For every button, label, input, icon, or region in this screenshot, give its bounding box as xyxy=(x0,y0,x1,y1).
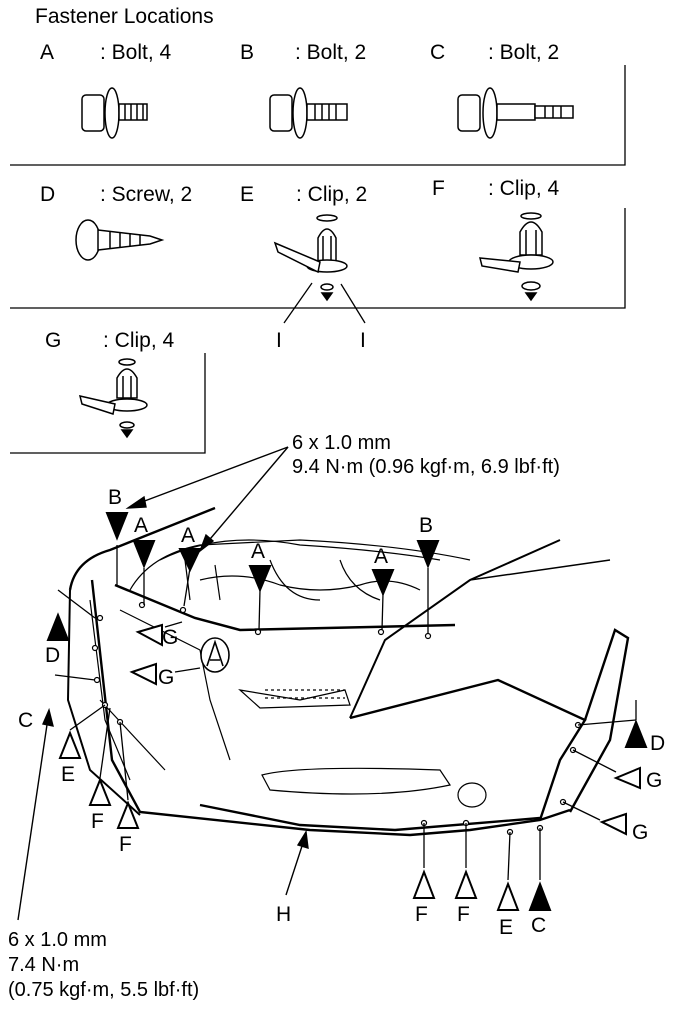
callout-triangle-a xyxy=(248,565,272,593)
callout-label-c: C xyxy=(18,709,34,732)
torque-lower-alt: (0.75 kgf·m, 5.5 lbf·ft) xyxy=(8,979,200,1001)
bumper-h-arrow xyxy=(285,829,309,896)
fastener-a-letter: A xyxy=(40,41,55,64)
fastener-c-desc: : Bolt, 2 xyxy=(488,41,560,64)
torque-upper-value: 9.4 N·m (0.96 kgf·m, 6.9 lbf·ft) xyxy=(292,456,560,478)
callout-label-g: G xyxy=(162,626,179,649)
callout-label-g: G xyxy=(646,769,663,792)
clip-g-icon xyxy=(78,358,148,439)
fastener-a-desc: : Bolt, 4 xyxy=(100,41,172,64)
fastener-b-letter: B xyxy=(240,41,255,64)
callout-triangle-e xyxy=(496,881,520,911)
callout-label-d: D xyxy=(45,644,61,667)
page-title: Fastener Locations xyxy=(35,5,214,28)
acura-emblem-icon xyxy=(200,637,230,673)
callout-label-a: A xyxy=(134,514,149,537)
torque-upper-arrows xyxy=(125,446,289,554)
callout-label-a: A xyxy=(374,545,389,568)
callout-label-h: H xyxy=(276,903,292,926)
fastener-d-desc: : Screw, 2 xyxy=(100,183,193,206)
callout-triangle-c xyxy=(528,881,552,911)
detail-i-label-right: I xyxy=(360,329,366,352)
callout-triangle-g xyxy=(135,623,163,647)
callout-triangle-g xyxy=(129,662,157,686)
screw-d-icon xyxy=(75,219,165,261)
callout-triangle-g xyxy=(613,766,641,790)
callout-label-f: F xyxy=(415,903,428,926)
torque-lower-value: 7.4 N·m xyxy=(8,954,80,976)
callout-label-c: C xyxy=(531,914,547,937)
detail-i-label-left: I xyxy=(276,329,282,352)
callout-label-b: B xyxy=(419,514,434,537)
callout-triangle-g xyxy=(599,812,627,836)
callout-triangle-f xyxy=(454,869,478,899)
callout-triangle-a xyxy=(178,548,202,573)
callout-triangle-f xyxy=(412,869,436,899)
detail-i-leaders xyxy=(283,282,366,324)
fastener-b-desc: : Bolt, 2 xyxy=(295,41,367,64)
fastener-g-desc: : Clip, 4 xyxy=(103,329,175,352)
fastener-f-desc: : Clip, 4 xyxy=(488,177,560,200)
fastener-c-letter: C xyxy=(430,41,446,64)
callout-label-f: F xyxy=(119,833,132,856)
callout-triangle-f xyxy=(88,777,112,806)
bolt-b-icon xyxy=(269,87,348,139)
torque-lower-arrow xyxy=(17,707,54,921)
fastener-e-desc: : Clip, 2 xyxy=(296,183,368,206)
callout-triangle-d xyxy=(46,612,70,641)
callout-label-b: B xyxy=(108,486,123,509)
callout-triangle-f xyxy=(116,800,140,829)
panel-frames xyxy=(10,65,626,454)
callout-label-f: F xyxy=(457,903,470,926)
callout-label-a: A xyxy=(181,524,196,547)
torque-lower-size: 6 x 1.0 mm xyxy=(8,929,107,951)
callout-label-d: D xyxy=(650,732,666,755)
front-bumper-outline xyxy=(66,506,630,837)
fastener-e-letter: E xyxy=(240,183,255,206)
bolt-c-icon xyxy=(457,87,574,139)
callout-triangle-d xyxy=(624,719,648,748)
fastener-d-letter: D xyxy=(40,183,56,206)
clip-f-icon xyxy=(479,212,554,302)
callout-label-e: E xyxy=(61,763,76,786)
callout-triangle-b xyxy=(416,540,440,569)
callout-triangle-a xyxy=(132,540,156,569)
callout-label-g: G xyxy=(158,666,175,689)
callout-triangles xyxy=(46,512,648,911)
torque-upper-size: 6 x 1.0 mm xyxy=(292,432,391,454)
callout-label-e: E xyxy=(499,916,514,939)
callout-triangle-e xyxy=(58,730,82,759)
fastener-f-letter: F xyxy=(432,177,445,200)
fastener-holes xyxy=(91,601,582,836)
callout-label-f: F xyxy=(91,810,104,833)
callout-label-a: A xyxy=(251,540,266,563)
fastener-g-letter: G xyxy=(45,329,62,352)
callout-triangle-b xyxy=(105,512,129,541)
bolt-a-icon xyxy=(81,87,148,139)
callout-leaders xyxy=(54,545,637,881)
clip-e-icon xyxy=(273,214,348,302)
callout-triangle-a xyxy=(371,569,395,597)
callout-label-g: G xyxy=(632,821,649,844)
